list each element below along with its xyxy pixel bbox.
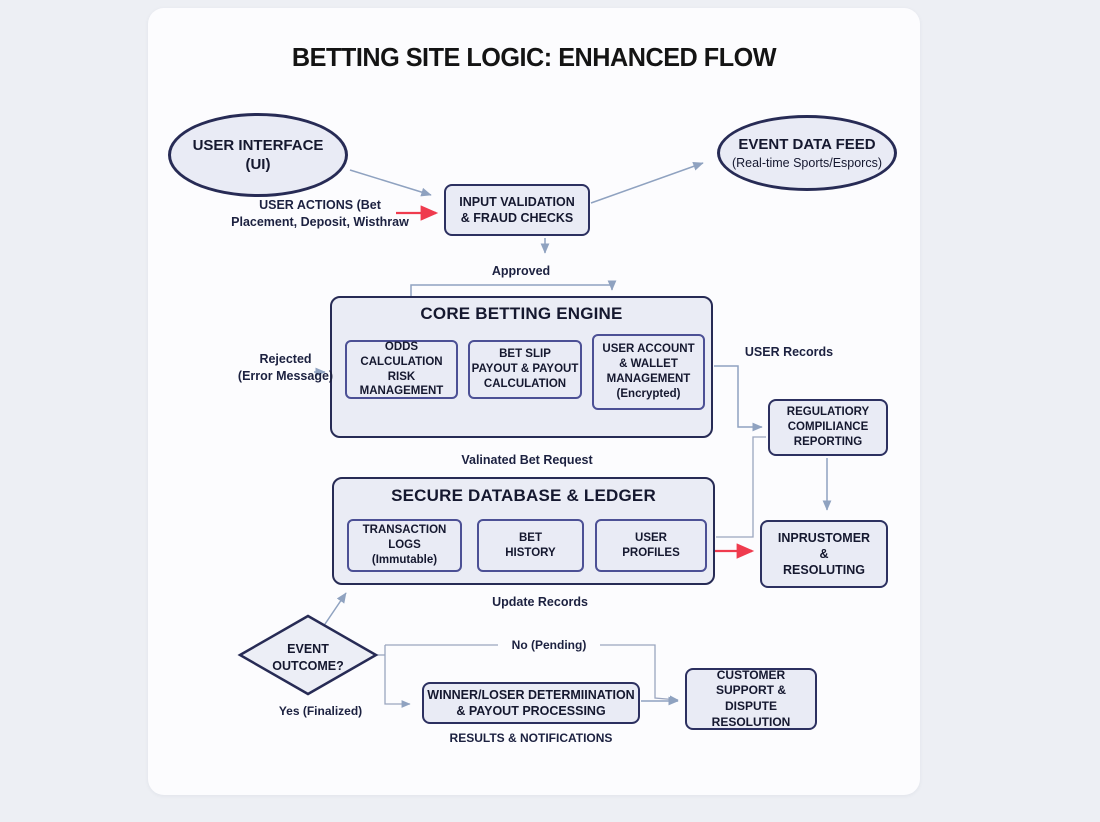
label-yes-finalized: Yes (Finalized)	[278, 704, 363, 718]
node-inprustomer-resoluting: INPRUSTOMER & RESOLUTING	[760, 520, 888, 588]
node-input-validation: INPUT VALIDATION & FRAUD CHECKS	[444, 184, 590, 236]
container-secure-database: SECURE DATABASE & LEDGER TRANSACTION LOG…	[332, 477, 715, 585]
node-odds-calculation-label: ODDS CALCULATION RISK MANAGEMENT	[359, 340, 444, 398]
node-event-data-feed-label: EVENT DATA FEED	[738, 136, 876, 154]
node-winner-loser: WINNER/LOSER DETERMIINATION & PAYOUT PRO…	[422, 682, 640, 724]
node-user-profiles-label: USER PROFILES	[622, 531, 680, 559]
node-input-validation-label: INPUT VALIDATION & FRAUD CHECKS	[459, 194, 575, 225]
node-inprustomer-resoluting-label: INPRUSTOMER & RESOLUTING	[777, 530, 871, 578]
node-regulatory-compliance-label: REGULATIORY COMPILIANCE REPORTING	[786, 406, 870, 448]
label-approved: Approved	[491, 264, 551, 278]
node-user-interface: USER INTERFACE (UI)	[168, 113, 348, 197]
label-rejected: Rejected (Error Message)	[237, 352, 334, 383]
node-regulatory-compliance: REGULATIORY COMPILIANCE REPORTING	[768, 399, 888, 456]
label-results-notifications: RESULTS & NOTIFICATIONS	[449, 731, 613, 745]
container-core-betting-engine: CORE BETTING ENGINE ODDS CALCULATION RIS…	[330, 296, 713, 438]
node-user-profiles: USER PROFILES	[595, 519, 707, 572]
node-event-outcome-label: EVENT OUTCOME?	[272, 642, 344, 673]
node-bet-slip-label: BET SLIP PAYOUT & PAYOUT CALCULATION	[471, 348, 579, 390]
node-user-account-wallet: USER ACCOUNT & WALLET MANAGEMENT (Encryp…	[592, 334, 705, 410]
node-winner-loser-label: WINNER/LOSER DETERMIINATION & PAYOUT PRO…	[427, 687, 635, 718]
node-transaction-logs: TRANSACTION LOGS (Immutable)	[347, 519, 462, 572]
node-bet-slip: BET SLIP PAYOUT & PAYOUT CALCULATION	[468, 340, 582, 399]
node-user-account-wallet-label: USER ACCOUNT & WALLET MANAGEMENT (Encryp…	[602, 343, 695, 400]
core-engine-title: CORE BETTING ENGINE	[420, 304, 623, 323]
node-customer-support: CUSTOMER SUPPORT & DISPUTE RESOLUTION	[685, 668, 817, 730]
node-odds-calculation: ODDS CALCULATION RISK MANAGEMENT	[345, 340, 458, 399]
label-user-records: USER Records	[744, 345, 834, 359]
label-validated-bet-request: Valinated Bet Request	[461, 453, 593, 467]
node-customer-support-label: CUSTOMER SUPPORT & DISPUTE RESOLUTION	[711, 667, 791, 729]
node-event-data-feed: EVENT DATA FEED (Real-time Sports/Esporc…	[717, 115, 897, 191]
node-transaction-logs-label: TRANSACTION LOGS (Immutable)	[362, 524, 447, 566]
node-event-data-feed-sublabel: (Real-time Sports/Esporcs)	[731, 155, 883, 170]
page-title: BETTING SITE LOGIC: ENHANCED FLOW	[291, 42, 777, 72]
node-user-interface-label: USER INTERFACE (UI)	[192, 136, 324, 174]
label-user-actions: USER ACTIONS (Bet Placement, Deposit, Wi…	[231, 198, 409, 229]
node-bet-history-label: BET HISTORY	[505, 531, 556, 559]
node-bet-history: BET HISTORY	[477, 519, 584, 572]
label-no-pending: No (Pending)	[498, 637, 600, 654]
database-title: SECURE DATABASE & LEDGER	[391, 486, 656, 505]
label-update-records: Update Records	[492, 595, 588, 609]
